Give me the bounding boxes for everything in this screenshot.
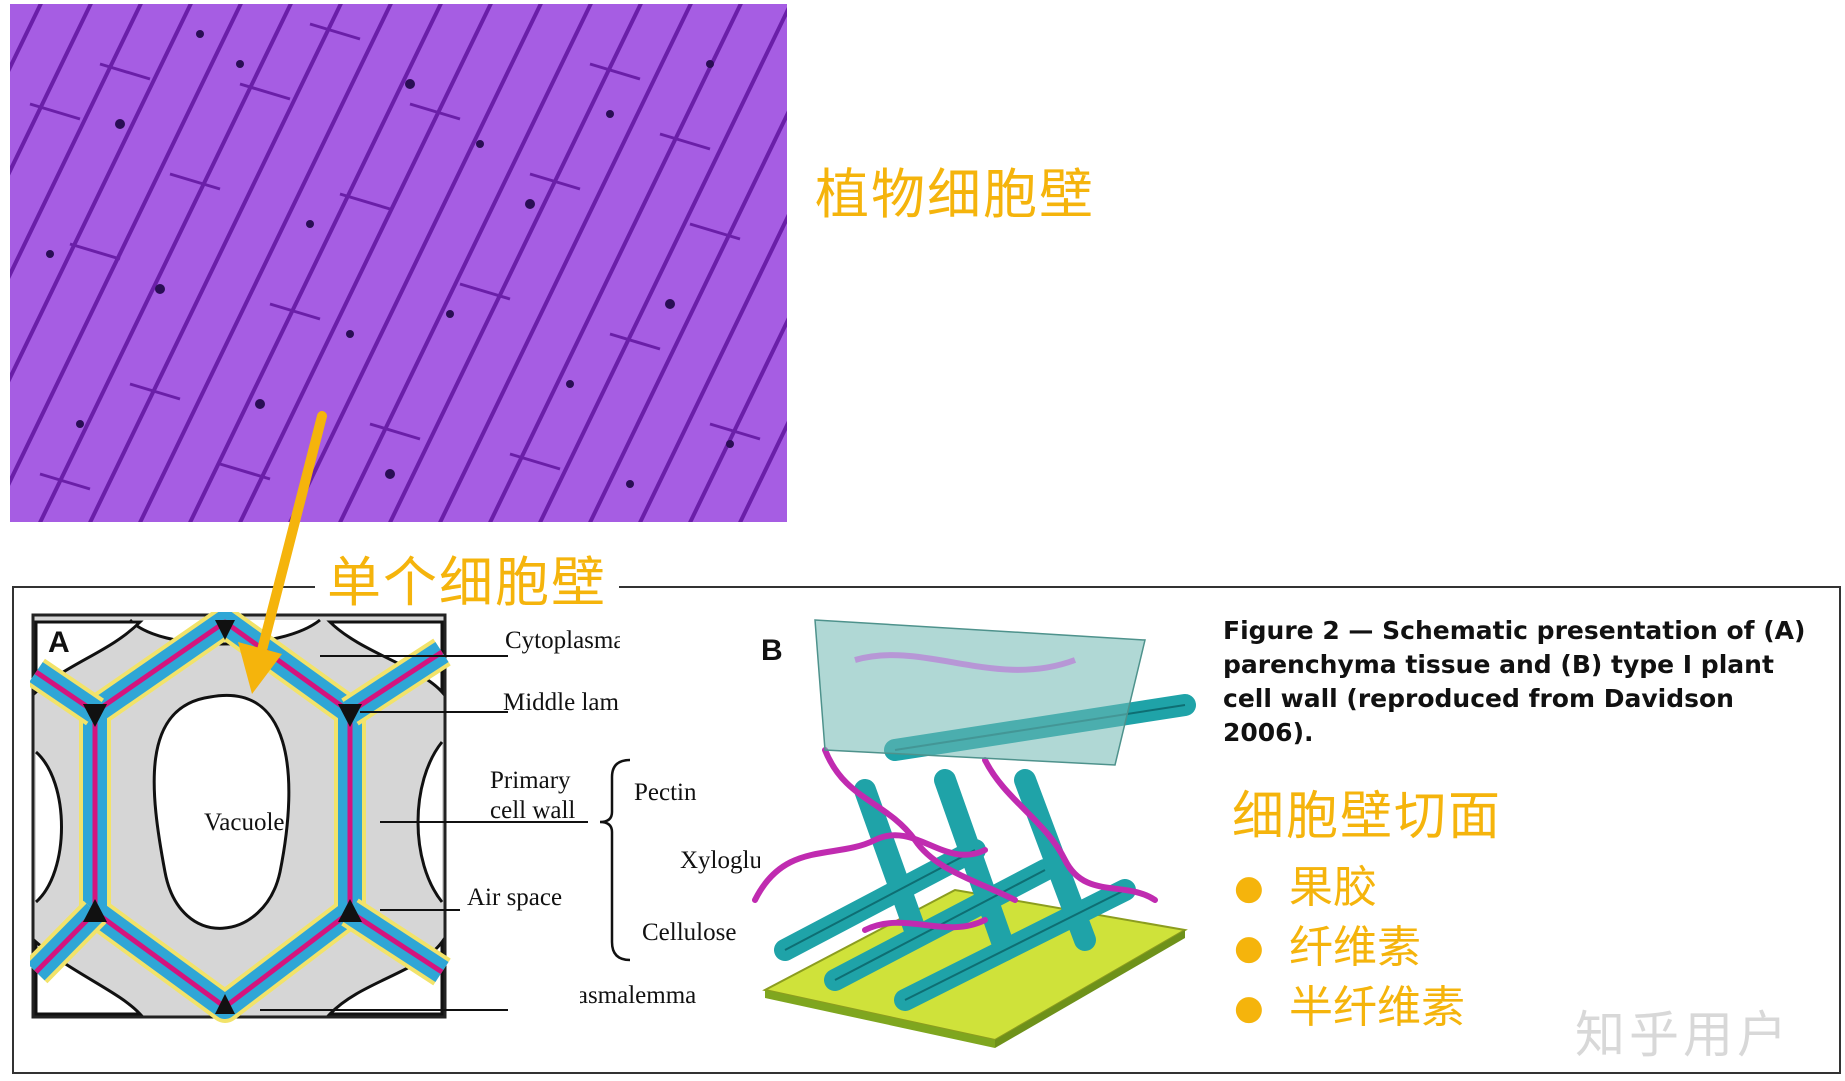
list-item: ● 半纤维素 xyxy=(1232,978,1465,1038)
panel-b-labels: Pectin Xyloglucan Cellulose Plasmalemma xyxy=(580,758,760,1009)
panel-b-label: B xyxy=(761,634,783,667)
label-air-space: Air space xyxy=(467,884,562,911)
label-plasmalemma: Plasmalemma xyxy=(580,982,696,1009)
label-cellulose: Cellulose xyxy=(642,919,736,946)
micrograph-image xyxy=(10,4,787,522)
component-cellulose: 纤维素 xyxy=(1289,922,1421,973)
title-section: 细胞壁切面 xyxy=(1232,787,1503,847)
label-cytoplasma: Cytoplasma xyxy=(505,627,620,654)
component-list: ● 果胶 ● 纤维素 ● 半纤维素 xyxy=(1232,858,1465,1038)
label-primary-cell-wall-1: Primary xyxy=(490,767,571,794)
component-pectin: 果胶 xyxy=(1289,862,1377,913)
label-xyloglucan: Xyloglucan xyxy=(680,847,760,874)
bullet-icon: ● xyxy=(1234,928,1264,968)
title-plant-cell-wall: 植物细胞壁 xyxy=(815,163,1095,226)
watermark: 知乎用户 xyxy=(1575,1006,1791,1064)
label-primary-cell-wall-2: cell wall xyxy=(490,797,575,824)
title-single-cell-wall: 单个细胞壁 xyxy=(315,538,619,617)
panel-a-diagram: A Vacuole Cytoplasma Middle lamella Prim… xyxy=(30,612,620,1023)
component-hemicellulose: 半纤维素 xyxy=(1289,982,1465,1033)
label-pectin: Pectin xyxy=(634,779,697,806)
bullet-icon: ● xyxy=(1234,868,1264,908)
list-item: ● 纤维素 xyxy=(1232,918,1465,978)
list-item: ● 果胶 xyxy=(1232,858,1465,918)
panel-a-label: A xyxy=(48,626,70,659)
bullet-icon: ● xyxy=(1234,988,1264,1028)
figure-caption: Figure 2 — Schematic presentation of (A)… xyxy=(1223,616,1806,747)
label-vacuole: Vacuole xyxy=(204,809,285,836)
arrow-icon xyxy=(238,411,327,694)
figure-frame xyxy=(12,586,1841,1074)
label-middle-lamella: Middle lamella xyxy=(503,689,620,716)
panel-b-diagram: B xyxy=(752,619,1196,1048)
